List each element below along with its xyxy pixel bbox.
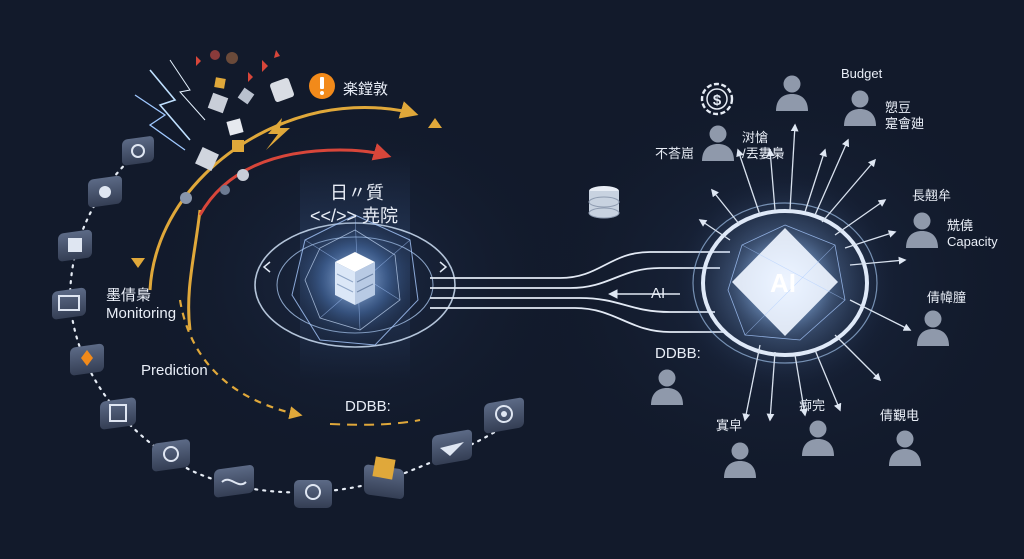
user-label-left-top: 不荅崫 <box>655 146 695 161</box>
hub-radial-arrows <box>698 123 912 422</box>
ai-hub <box>675 173 895 393</box>
right-ddbb-label: DDBB: <box>655 345 701 362</box>
user-label-right-3: 倩幃膧 <box>927 290 967 305</box>
gold-dashed-arrow <box>178 299 303 420</box>
monitoring-label: 墨倩梟 Monitoring <box>106 287 176 323</box>
workflow-tiles <box>52 136 524 508</box>
tile-alert <box>70 343 104 376</box>
left-ddbb-label: DDBB: <box>345 398 391 415</box>
target-icon <box>495 405 513 423</box>
flow-icon <box>221 478 247 486</box>
user-label-right-2: 兟僥 Capacity <box>947 218 998 249</box>
aperture-icon <box>99 186 111 198</box>
tile-grid <box>52 287 86 320</box>
send-icon <box>440 442 464 456</box>
core-title-line1: 日〃質 <box>330 183 384 203</box>
tile-flow <box>214 465 254 498</box>
tile-send <box>432 429 472 466</box>
central-data-core <box>254 212 456 348</box>
tile-camera <box>88 175 122 208</box>
grid-icon <box>58 295 80 311</box>
gold-inner-arc <box>187 209 202 331</box>
user-label-right-2-line1: 兟僥 <box>947 218 974 233</box>
user-label-bottom-right: 倩覲电 <box>880 408 920 423</box>
gold-dashed-tail <box>329 419 421 426</box>
chaos-cluster <box>134 50 294 204</box>
exclamation-icon <box>309 73 335 99</box>
core-title-line2: <</>> 尭院 <box>310 206 399 226</box>
tree-icon <box>305 484 321 500</box>
gold-cycle-arrow-top <box>148 101 419 291</box>
user-label-bottom-left: 寘皁 <box>716 418 743 433</box>
monitoring-label-line1: 墨倩梟 <box>106 287 152 304</box>
document-icon <box>109 404 127 422</box>
user-label-left-top2-line2: /丟婁梟 <box>742 145 785 161</box>
monitoring-label-line2: Monitoring <box>106 305 177 322</box>
package-icon <box>372 456 396 480</box>
burst-icon <box>81 350 93 366</box>
tile-tree <box>294 480 332 508</box>
tile-target <box>484 397 524 434</box>
ai-hub-label: AI <box>770 268 796 298</box>
gold-triangle-marker <box>428 118 442 128</box>
tile-network <box>152 439 190 472</box>
prediction-label: Prediction <box>141 362 208 379</box>
gear-icon <box>131 144 145 158</box>
tile-settings <box>122 136 154 166</box>
network-icon <box>163 446 179 462</box>
user-label-right-2-line2: Capacity <box>947 233 998 249</box>
dollar-icon <box>700 82 734 116</box>
svg-text:$: $ <box>713 92 722 109</box>
box-icon <box>68 238 82 252</box>
user-label-top-right-line2: 寔會廸 <box>885 115 925 131</box>
core-to-hub-lines <box>430 251 730 333</box>
database-icon <box>588 186 620 219</box>
user-label-left-top2: 㳔愴 /丟婁梟 <box>742 130 785 161</box>
tile-square <box>58 229 92 262</box>
user-label-top-right-line1: 愬豆 <box>885 100 912 115</box>
user-label-left-top2-line1: 㳔愴 <box>742 130 769 145</box>
ai-arrow-label: AI <box>651 285 666 302</box>
warning-label: 楽鏜敦 <box>343 81 389 98</box>
tile-document <box>100 397 136 430</box>
user-label-right-1: 長翹牟 <box>912 188 952 203</box>
tile-package <box>364 456 404 499</box>
server-cube-icon <box>335 252 375 305</box>
user-label-top-right: 愬豆 寔會廸 <box>885 100 924 131</box>
budget-label: Budget <box>841 66 883 81</box>
user-label-bottom-mid: 㾡完 <box>799 398 826 413</box>
gold-triangle-marker-2 <box>131 258 145 268</box>
